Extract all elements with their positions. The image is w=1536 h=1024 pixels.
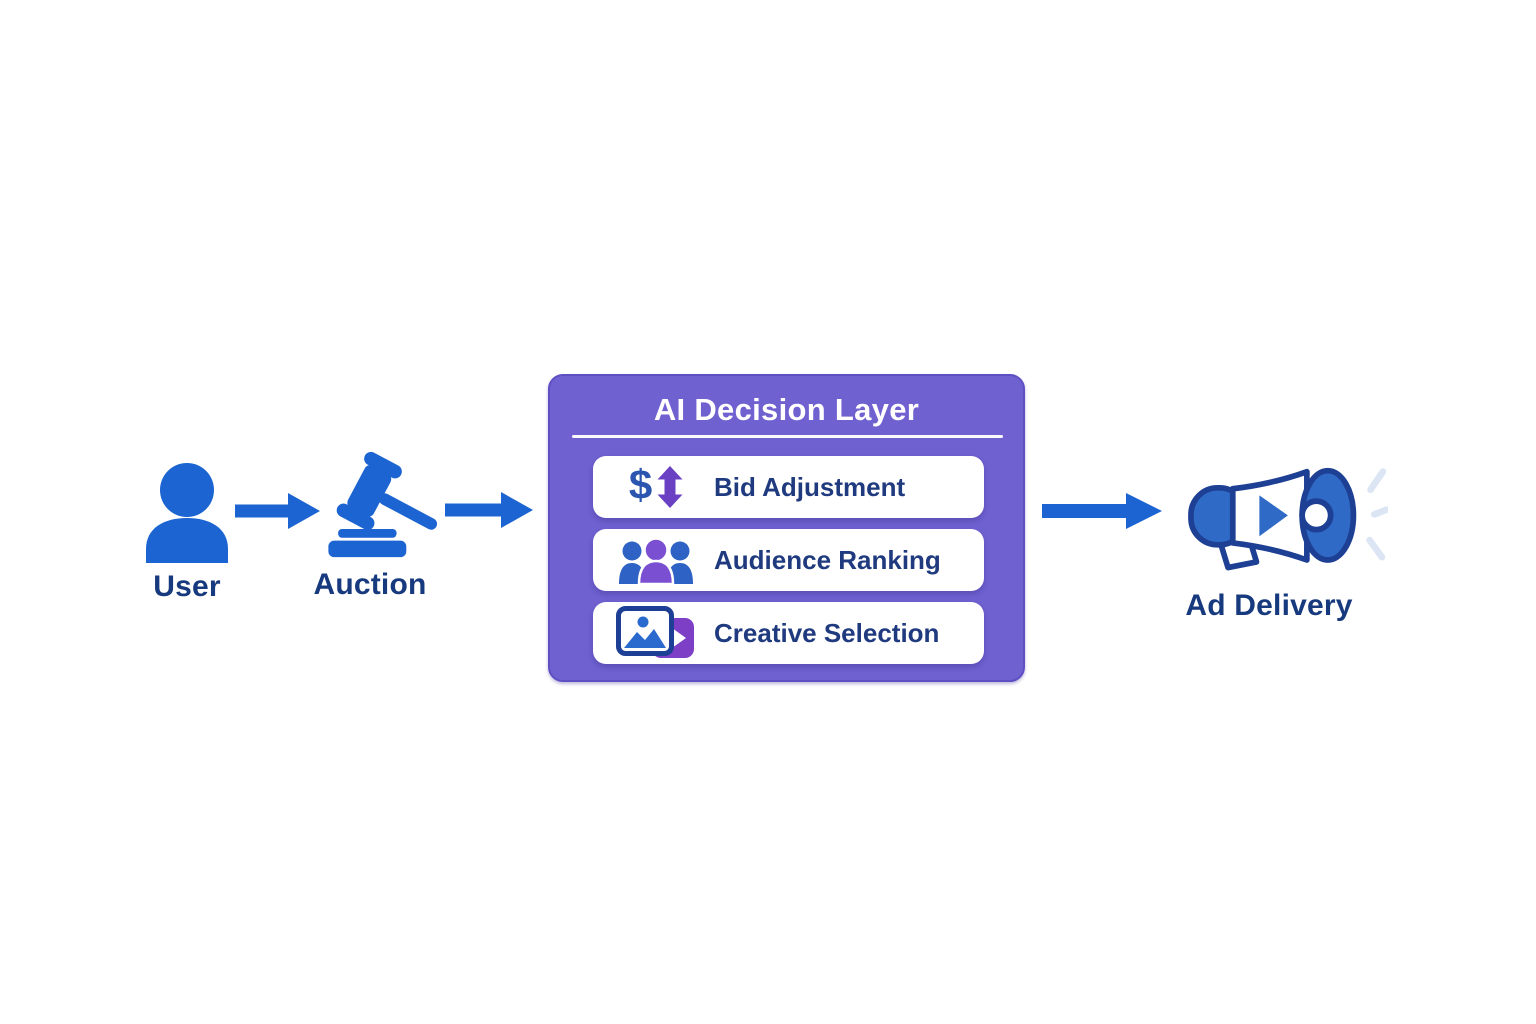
dollar-sign: $ xyxy=(628,461,653,508)
row-label: Audience Ranking xyxy=(714,544,941,575)
gavel-icon xyxy=(328,451,438,558)
title-divider xyxy=(572,435,1003,438)
people-group-icon xyxy=(613,536,699,584)
ad-delivery-label: Ad Delivery xyxy=(1185,589,1353,622)
dollar-updown-icon: $ xyxy=(613,461,699,508)
arrow-right-icon xyxy=(235,493,320,529)
ai-decision-layer-panel: AI Decision Layer $ Bid Adjustment xyxy=(548,374,1025,682)
row-label: Bid Adjustment xyxy=(714,471,906,502)
updown-arrow-icon xyxy=(657,466,683,508)
image-video-icon xyxy=(613,606,699,660)
arrow-right-icon xyxy=(445,492,533,528)
user-label: User xyxy=(153,570,221,603)
audience-ranking-row: Audience Ranking xyxy=(593,529,984,591)
user-node xyxy=(137,463,237,568)
megaphone-icon xyxy=(1188,467,1390,571)
auction-node xyxy=(316,451,444,569)
auction-label: Auction xyxy=(313,568,427,601)
bid-adjustment-row: $ Bid Adjustment xyxy=(593,456,984,518)
ad-delivery-node xyxy=(1183,446,1390,584)
arrow-right-icon xyxy=(1042,493,1162,529)
creative-selection-row: Creative Selection xyxy=(593,602,984,664)
sound-wave-lines xyxy=(1366,468,1390,561)
person-icon xyxy=(146,463,228,563)
panel-rows: $ Bid Adjustment xyxy=(593,456,984,675)
row-label: Creative Selection xyxy=(714,617,940,648)
panel-title: AI Decision Layer xyxy=(653,392,920,427)
